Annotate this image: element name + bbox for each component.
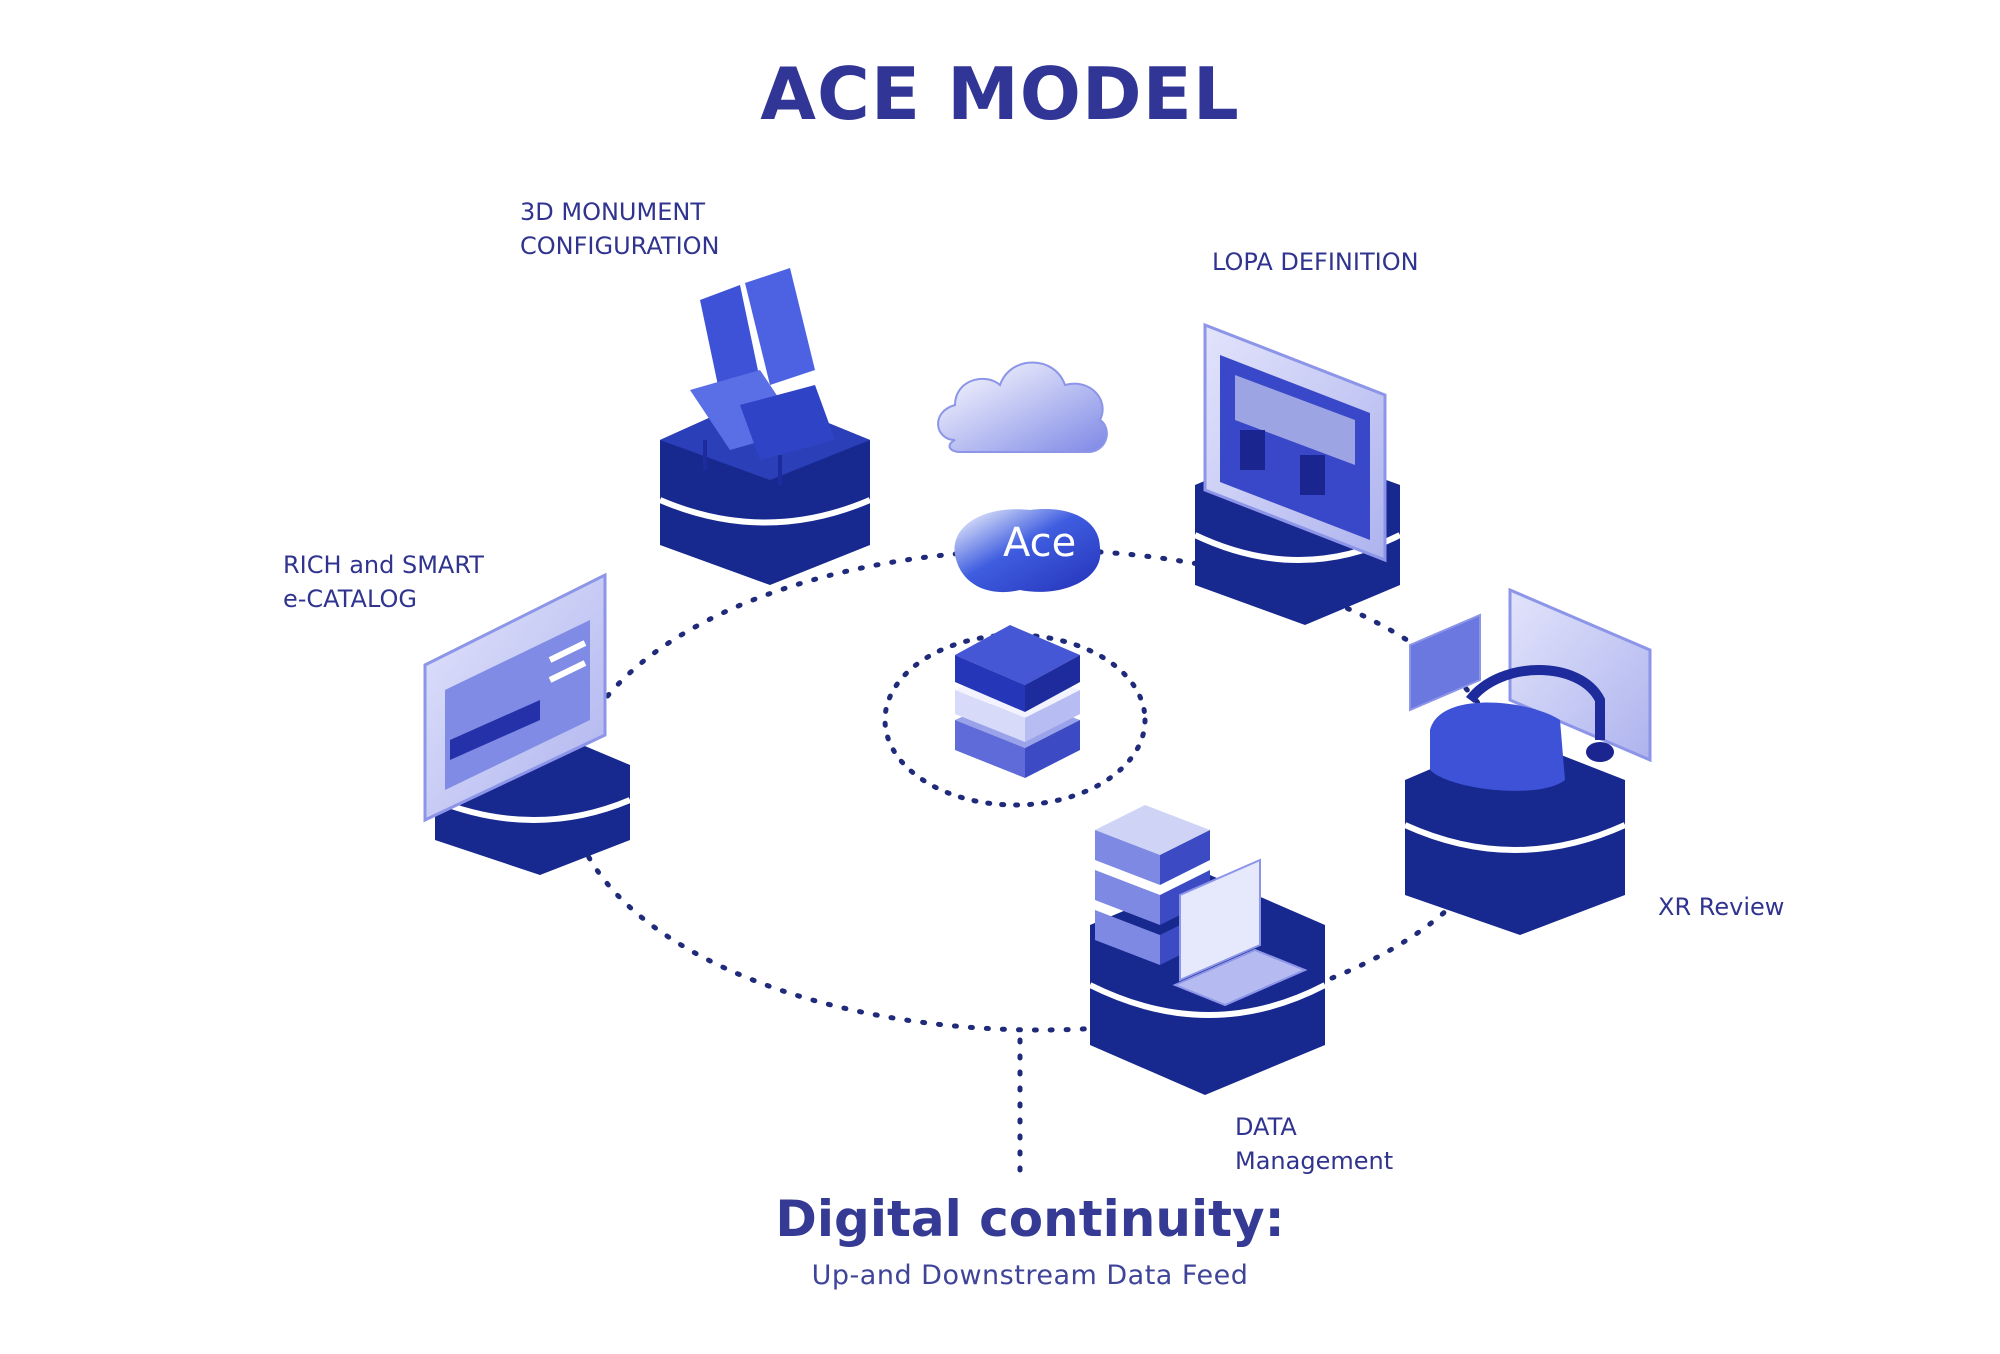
label-lopa-definition: LOPA DEFINITION [1212,248,1419,276]
label-xr-review: XR Review [1658,893,1785,921]
label-3d-monument: 3D MONUMENT CONFIGURATION [520,198,720,260]
footer-subtitle: Up-and Downstream Data Feed [811,1260,1249,1291]
server-laptop-icon [1095,805,1308,1007]
vr-headset-icon [1409,587,1652,791]
ace-logo-text: Ace [1003,520,1077,566]
database-stack-icon [955,625,1080,778]
outer-dotted-ring [567,547,1513,1033]
lopa-screen-icon [1203,322,1387,563]
inner-dotted-ring [882,632,1148,808]
cloud-icon [937,361,1108,453]
label-data-management: DATA Management [1235,1113,1394,1175]
label-e-catalog: RICH and SMART e-CATALOG [283,551,484,613]
footer-title: Digital continuity: [775,1190,1285,1248]
seats-icon [690,268,835,485]
catalog-screen-icon [423,572,607,823]
ace-logo-icon [954,509,1101,593]
pedestal-xr [1403,735,1627,935]
page-title: ACE MODEL [760,52,1240,136]
